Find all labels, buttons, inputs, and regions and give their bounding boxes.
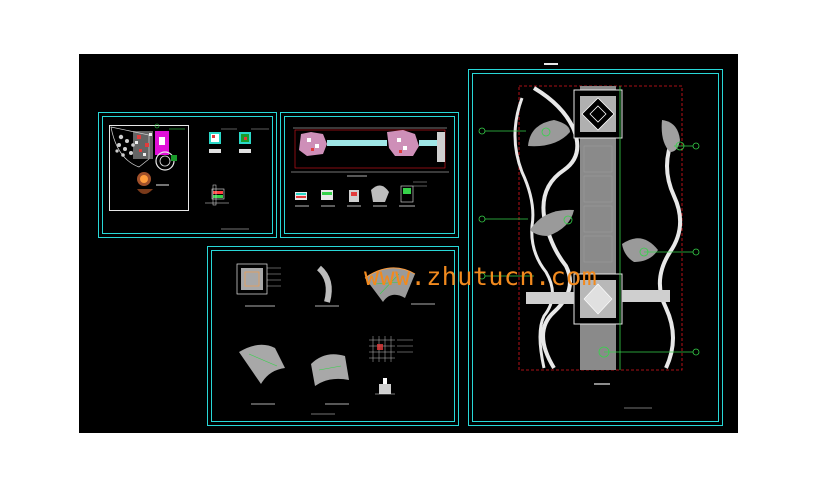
sheet-3-inner-frame bbox=[211, 250, 455, 422]
sheet-3-detail-drawings bbox=[236, 263, 435, 415]
sheet-3-outer-frame bbox=[207, 246, 459, 426]
sheet-4-site-plan bbox=[478, 85, 700, 409]
sheet-1-inner-frame bbox=[102, 116, 273, 234]
sheet-1-outer-frame bbox=[98, 112, 277, 238]
sheet-4-inner-frame bbox=[472, 73, 719, 422]
sheet-4-top-label bbox=[544, 63, 558, 65]
sheet-2-inner-frame bbox=[284, 116, 455, 234]
sheet-4-outer-frame bbox=[468, 69, 723, 426]
site-watermark: www.zhutucn.com bbox=[364, 262, 598, 291]
sheet-2-elevation-drawing bbox=[291, 127, 449, 207]
sheet-2-outer-frame bbox=[280, 112, 459, 238]
sheet-1-drawing-border bbox=[109, 125, 189, 211]
sheet-1-plan-drawing bbox=[110, 123, 269, 230]
cad-drawing-viewport[interactable]: www.zhutucn.com bbox=[79, 54, 738, 433]
